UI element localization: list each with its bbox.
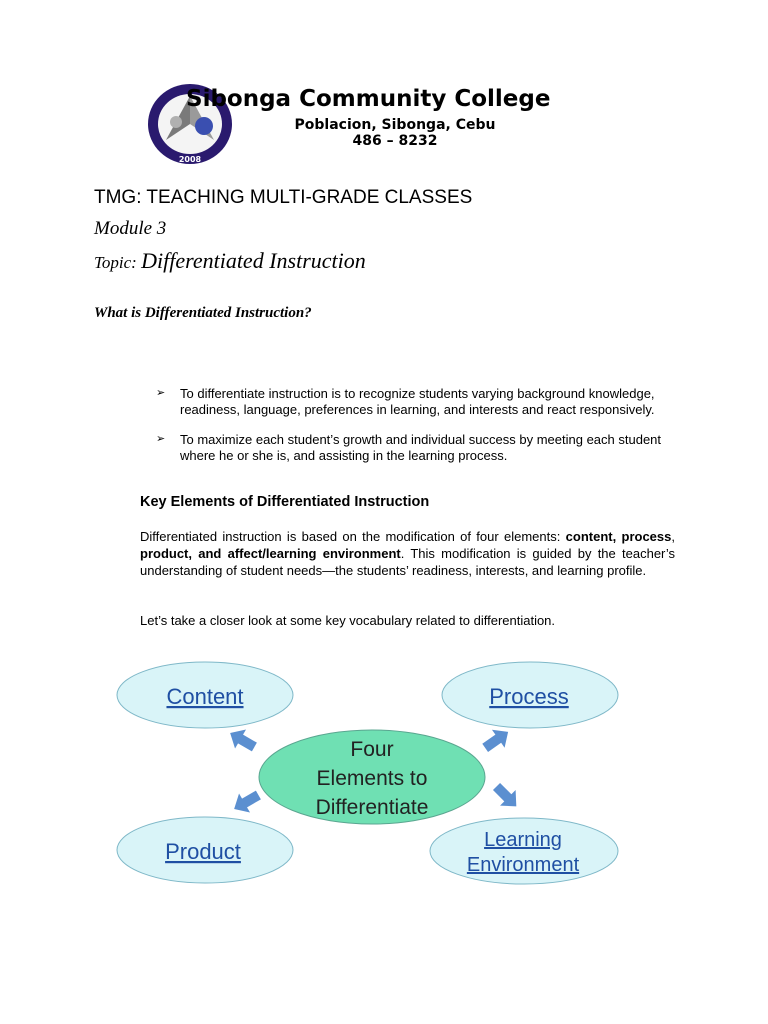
- topic-label: Topic: [94, 253, 132, 272]
- topic-colon: :: [131, 253, 142, 272]
- topic-line: Topic: Differentiated Instruction: [94, 248, 366, 274]
- content-label: Content: [166, 684, 243, 709]
- process-label: Process: [489, 684, 568, 709]
- section-question: What is Differentiated Instruction?: [94, 305, 312, 321]
- learning-label-line2: Environment: [467, 854, 580, 876]
- arrow-to-learning-icon: [492, 782, 517, 807]
- list-item-text: To maximize each student’s growth and in…: [180, 432, 662, 463]
- center-label-line2: Elements to: [317, 767, 428, 790]
- college-name: Sibonga Community College: [186, 86, 551, 112]
- product-label: Product: [165, 839, 241, 864]
- learning-label-line1: Learning: [484, 829, 562, 851]
- definition-list: ➢ To differentiate instruction is to rec…: [156, 386, 676, 478]
- arrow-to-product-icon: [234, 790, 261, 813]
- course-title: TMG: TEACHING MULTI-GRADE CLASSES: [94, 187, 473, 208]
- four-elements-diagram: Content Process Product Learning Environ…: [110, 655, 630, 895]
- paragraph-bold: product, and affect/learning environment: [140, 546, 401, 561]
- module-label: Module 3: [94, 218, 167, 239]
- paragraph-text: Differentiated instruction is based on t…: [140, 529, 566, 544]
- college-seal: 2008: [146, 82, 234, 166]
- seal-year: 2008: [179, 155, 202, 164]
- content-ellipse: [116, 661, 294, 729]
- paragraph-bold: content, process: [565, 529, 672, 544]
- closer-text: Let’s take a closer look at some key voc…: [140, 613, 556, 628]
- college-phone: 486 – 8232: [352, 133, 438, 149]
- arrow-to-process-icon: [482, 729, 509, 752]
- arrow-bullet-icon: ➢: [156, 433, 166, 445]
- process-ellipse: [441, 661, 619, 729]
- center-label-line1: Four: [350, 738, 393, 761]
- arrow-bullet-icon: ➢: [156, 387, 166, 399]
- paragraph-text: . This modification is guided by the tea…: [140, 546, 676, 578]
- list-item: ➢ To differentiate instruction is to rec…: [156, 386, 676, 417]
- key-elements-heading: Key Elements of Differentiated Instructi…: [140, 494, 430, 510]
- arrow-to-content-icon: [230, 729, 257, 752]
- college-address: Poblacion, Sibonga, Cebu: [294, 117, 496, 133]
- center-ellipse: [258, 729, 486, 825]
- product-ellipse: [116, 816, 294, 884]
- learning-ellipse: [429, 817, 619, 885]
- elements-paragraph: Differentiated instruction is based on t…: [140, 528, 675, 579]
- list-item-text: To differentiate instruction is to recog…: [180, 386, 655, 417]
- center-label-line3: Differentiate: [316, 796, 429, 819]
- list-item: ➢ To maximize each student’s growth and …: [156, 432, 676, 463]
- paragraph-text: ,: [671, 529, 675, 544]
- topic-value: Differentiated Instruction: [141, 248, 366, 273]
